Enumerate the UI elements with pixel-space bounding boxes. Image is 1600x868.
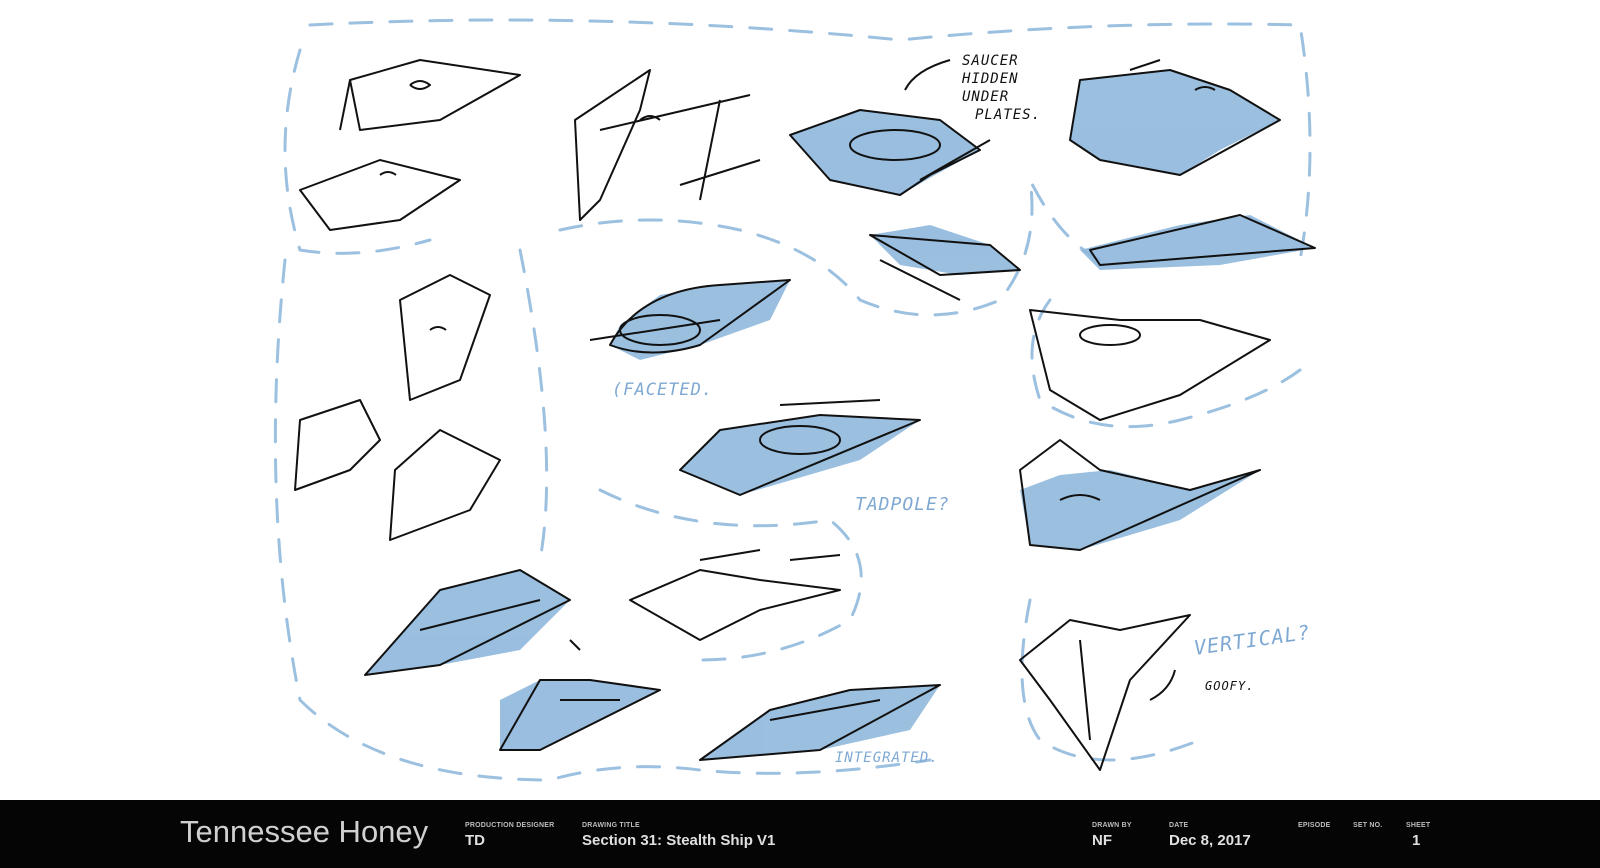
- ink-ship-sketches: [294, 59, 1316, 771]
- field-value: 1: [1412, 832, 1421, 849]
- note-integrated: INTEGRATED.: [835, 750, 939, 766]
- note-saucer-line-1: SAUCER: [962, 53, 1019, 69]
- field-label: PRODUCTION DESIGNER: [465, 822, 555, 829]
- field-label: EPISODE: [1298, 822, 1331, 829]
- drawn-by-field: DRAWN BY NF: [1092, 822, 1132, 849]
- note-faceted: (FACETED.: [612, 380, 713, 400]
- title-block: Tennessee Honey PRODUCTION DESIGNER TD D…: [0, 800, 1600, 868]
- note-tadpole: TADPOLE?: [855, 494, 950, 515]
- set-no-field: SET NO.: [1353, 822, 1382, 832]
- date-field: DATE Dec 8, 2017: [1169, 822, 1251, 849]
- note-saucer-line-4: PLATES.: [975, 107, 1041, 123]
- sheet-field: SHEET 1: [1406, 822, 1430, 849]
- field-label: SHEET: [1406, 822, 1431, 829]
- note-vertical: VERTICAL?: [1192, 620, 1312, 660]
- field-value: Dec 8, 2017: [1169, 832, 1251, 849]
- field-value: NF: [1092, 832, 1112, 849]
- field-label: DRAWING TITLE: [582, 822, 640, 829]
- field-value: TD: [465, 832, 485, 849]
- brand-title: Tennessee Honey: [180, 814, 429, 849]
- note-goofy: GOOFY.: [1205, 679, 1254, 693]
- episode-field: EPISODE: [1298, 822, 1331, 832]
- drawing-title-field: DRAWING TITLE Section 31: Stealth Ship V…: [582, 822, 775, 849]
- production-designer-field: PRODUCTION DESIGNER TD: [465, 822, 554, 849]
- field-label: DATE: [1169, 822, 1189, 829]
- field-label: SET NO.: [1353, 822, 1383, 829]
- field-label: DRAWN BY: [1092, 822, 1132, 829]
- note-saucer-line-3: UNDER: [962, 89, 1009, 105]
- note-saucer-line-2: HIDDEN: [961, 71, 1019, 87]
- concept-sketch-sheet: SAUCER HIDDEN UNDER PLATES. (FACETED. TA…: [273, 18, 1316, 782]
- field-value: Section 31: Stealth Ship V1: [582, 832, 776, 849]
